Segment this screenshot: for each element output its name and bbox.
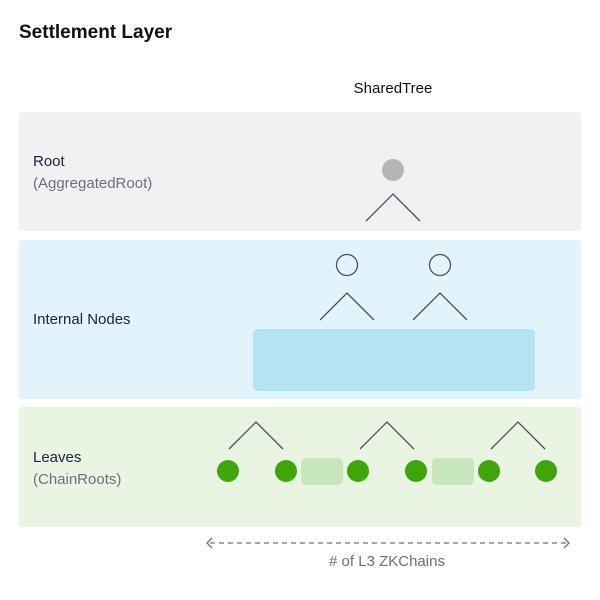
leaf-branch [359,421,415,450]
arrow-right-head-icon [563,537,570,549]
root-level-label: Root (AggregatedRoot) [33,151,152,195]
internal-level-label: Internal Nodes [33,309,131,331]
leaf-node [535,460,557,482]
leaf-node [217,460,239,482]
leaf-group-block [301,458,343,485]
leaf-node [405,460,427,482]
internal-node-right [428,253,452,277]
arrow-left-head-icon [206,537,213,549]
leaf-branch [490,421,546,450]
leaves-sublabel: (ChainRoots) [33,471,122,488]
chain-count-label: # of L3 ZKChains [329,553,445,570]
internal-label: Internal Nodes [33,311,131,328]
leaf-node [275,460,297,482]
leaf-group-block [432,458,474,485]
root-branch [365,193,421,222]
leaf-node [478,460,500,482]
page-title: Settlement Layer [19,22,173,43]
internal-branch-left [319,292,375,321]
leaf-node [347,460,369,482]
root-node [382,159,404,181]
leaves-label: Leaves [33,449,82,466]
root-level-band: Root (AggregatedRoot) [19,112,581,231]
tree-title: SharedTree [353,80,433,97]
internal-node-left [335,253,359,277]
leaves-level-label: Leaves (ChainRoots) [33,447,121,491]
internal-branch-right [412,292,468,321]
internal-nodes-block [253,329,535,391]
root-sublabel: (AggregatedRoot) [33,175,153,192]
root-label: Root [33,153,65,170]
leaf-branch [228,421,284,450]
